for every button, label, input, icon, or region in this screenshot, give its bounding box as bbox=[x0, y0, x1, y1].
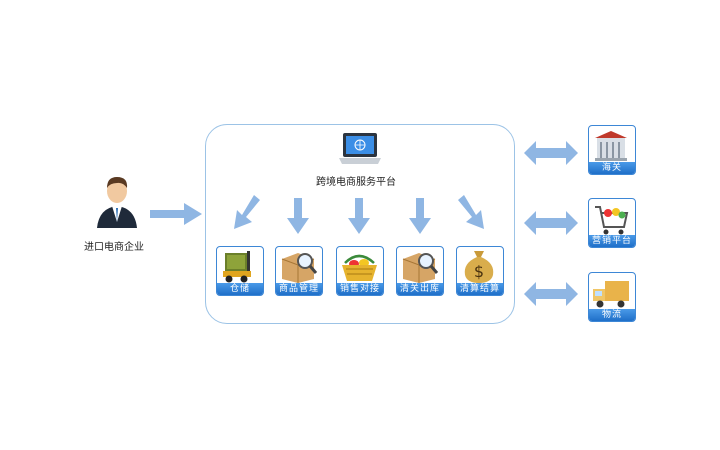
module-label: 清关出库 bbox=[397, 283, 443, 295]
building-icon bbox=[589, 126, 635, 164]
delivery-truck-icon bbox=[589, 273, 635, 311]
module-label: 仓储 bbox=[217, 283, 263, 295]
box-magnifier-icon bbox=[397, 247, 443, 285]
partner-tile-marketing[interactable]: 营销平台 bbox=[588, 198, 636, 248]
module-label: 销售对接 bbox=[337, 283, 383, 295]
arrow-to-module-3 bbox=[348, 198, 370, 234]
module-tile-settlement[interactable]: $ 清算结算 bbox=[456, 246, 504, 296]
arrow-bidirectional-logistics bbox=[524, 282, 578, 306]
arrow-to-module-4 bbox=[409, 198, 431, 234]
module-label: 商品管理 bbox=[276, 283, 322, 295]
partner-label: 海关 bbox=[589, 162, 635, 174]
importer-avatar bbox=[95, 172, 139, 228]
arrow-bidirectional-marketing bbox=[524, 211, 578, 235]
arrow-bidirectional-customs bbox=[524, 141, 578, 165]
arrow-to-module-2 bbox=[287, 198, 309, 234]
partner-label: 营销平台 bbox=[589, 235, 635, 247]
partner-tile-customs[interactable]: 海关 bbox=[588, 125, 636, 175]
module-tile-product-management[interactable]: 商品管理 bbox=[275, 246, 323, 296]
partner-tile-logistics[interactable]: 物流 bbox=[588, 272, 636, 322]
importer-label: 进口电商企业 bbox=[84, 242, 144, 253]
arrow-to-module-5 bbox=[458, 195, 486, 231]
module-tile-customs-outbound[interactable]: 清关出库 bbox=[396, 246, 444, 296]
box-magnifier-icon bbox=[276, 247, 322, 285]
businessman-icon bbox=[97, 177, 137, 228]
laptop-icon bbox=[337, 131, 383, 167]
module-label: 清算结算 bbox=[457, 283, 503, 295]
partner-label: 物流 bbox=[589, 309, 635, 321]
shopping-cart-icon bbox=[589, 199, 635, 237]
svg-text:$: $ bbox=[474, 262, 484, 281]
module-tile-warehouse[interactable]: 仓储 bbox=[216, 246, 264, 296]
module-tile-sales[interactable]: 销售对接 bbox=[336, 246, 384, 296]
money-bag-icon: $ bbox=[457, 247, 503, 285]
forklift-icon bbox=[217, 247, 263, 285]
basket-icon bbox=[337, 247, 383, 285]
arrow-to-platform bbox=[150, 203, 202, 225]
arrow-to-module-1 bbox=[232, 195, 260, 231]
platform-label: 跨境电商服务平台 bbox=[316, 177, 396, 188]
